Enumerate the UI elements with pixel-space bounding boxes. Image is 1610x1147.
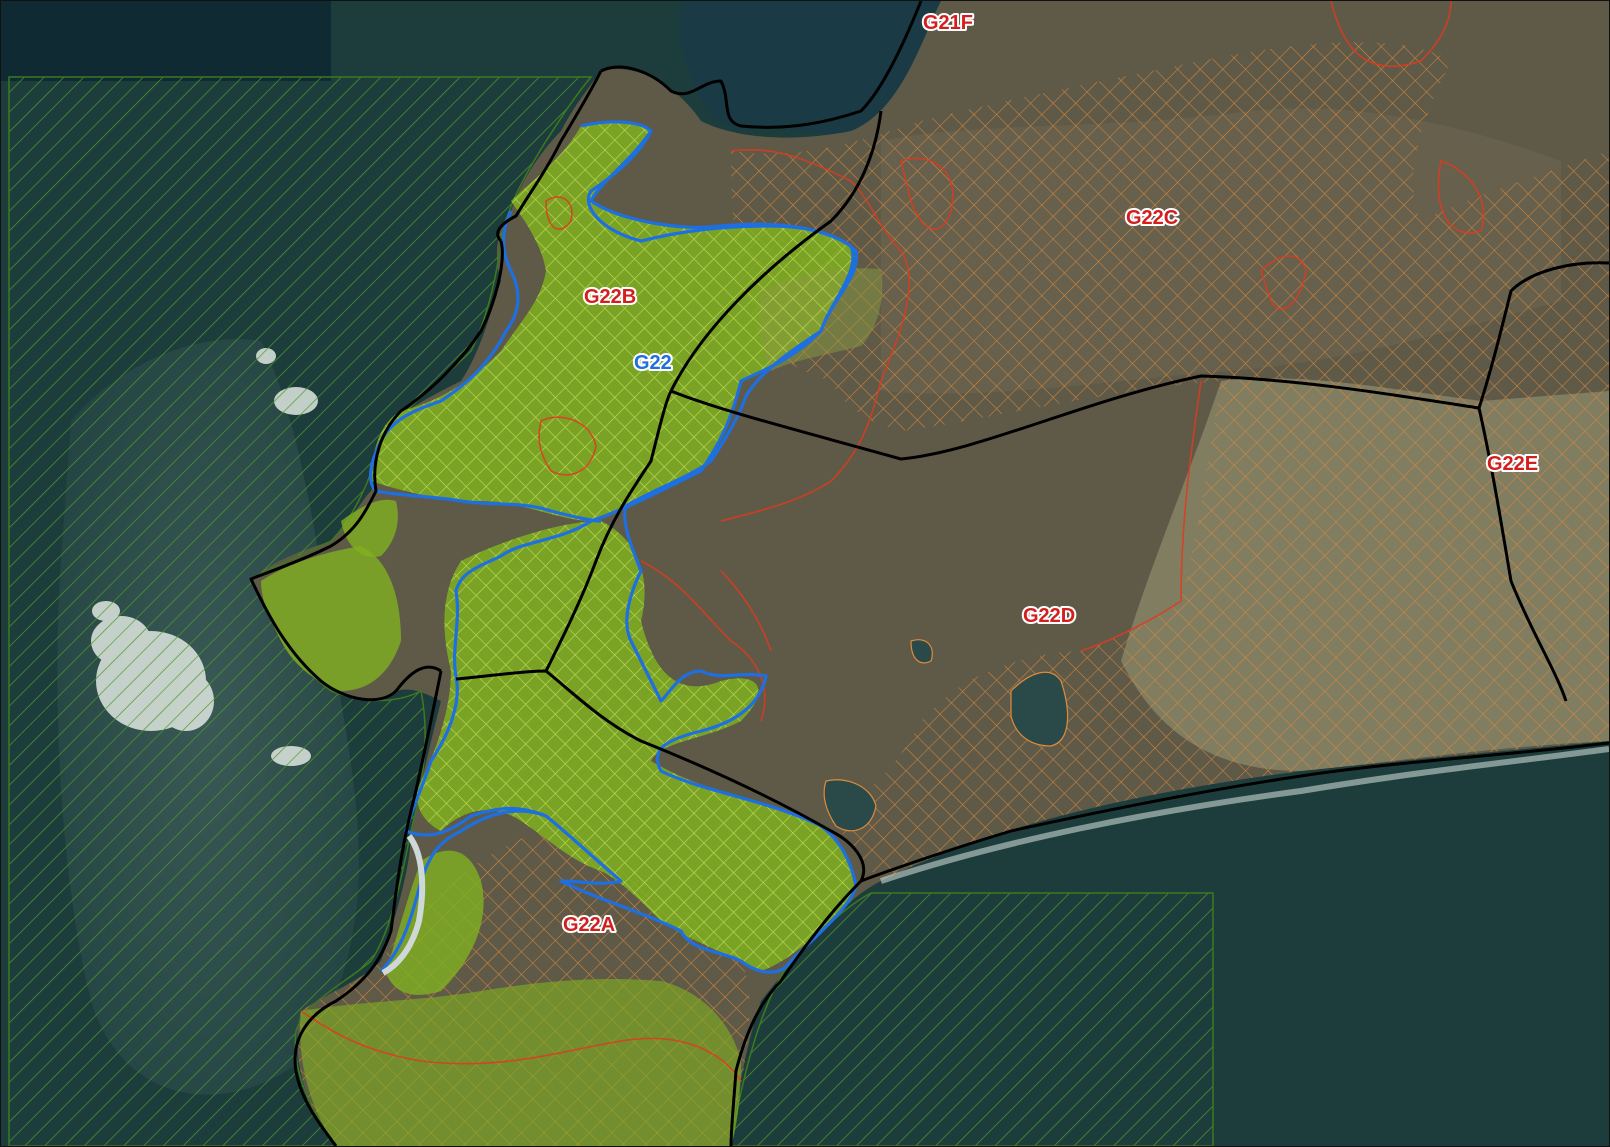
catchment-g22-inner-south bbox=[379, 809, 547, 973]
label-g22d: G22D bbox=[1023, 605, 1075, 627]
coastline-boundary bbox=[600, 1, 923, 129]
subregion-outlines bbox=[300, 1, 1485, 1082]
label-g21f: G21F bbox=[923, 12, 973, 34]
deep-ocean-top bbox=[1, 1, 331, 81]
label-g22: G22 bbox=[634, 352, 672, 374]
label-g22e: G22E bbox=[1487, 453, 1538, 475]
beach bbox=[381, 834, 426, 976]
bay-water bbox=[681, 1, 941, 134]
protected-green-hatch bbox=[371, 121, 855, 971]
lakes bbox=[823, 639, 1069, 832]
label-g22b: G22B bbox=[584, 286, 636, 308]
catchment-boundaries bbox=[249, 1, 1609, 1146]
label-g22c: G22C bbox=[1126, 207, 1178, 229]
hatch-area-mainland bbox=[731, 42, 1609, 881]
label-g22a: G22A bbox=[563, 914, 615, 936]
catchment-g22-boundary bbox=[404, 120, 859, 974]
surf-line bbox=[880, 746, 1609, 884]
